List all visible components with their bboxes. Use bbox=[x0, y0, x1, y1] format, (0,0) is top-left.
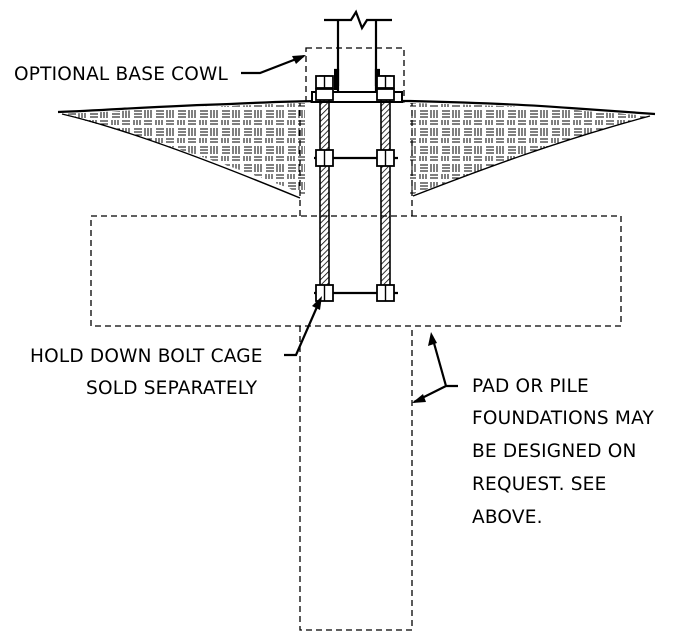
hold-down-bolt-cage bbox=[314, 75, 398, 302]
soil-hatch-area bbox=[62, 103, 305, 195]
bolt-rod-right bbox=[380, 75, 391, 295]
leaders bbox=[241, 54, 458, 403]
base-plate bbox=[311, 91, 403, 103]
label-foundation-line5: ABOVE. bbox=[472, 507, 543, 528]
label-base-cowl: OPTIONAL BASE COWL bbox=[14, 64, 229, 85]
leader-foundation bbox=[413, 335, 458, 403]
ground bbox=[57, 99, 656, 199]
soil-edge-right bbox=[412, 115, 651, 197]
label-bolt-cage-line1: HOLD DOWN BOLT CAGE bbox=[30, 346, 263, 367]
arrow-base-cowl bbox=[292, 55, 306, 64]
break-line bbox=[324, 9, 392, 31]
arrow-foundation-pile bbox=[412, 394, 426, 403]
arrow-bolt-cage bbox=[312, 296, 322, 310]
soil-hatch-area-right bbox=[410, 103, 650, 195]
pile-foundation-outline bbox=[299, 103, 413, 631]
label-foundation-line1: PAD OR PILE bbox=[472, 376, 589, 397]
label-bolt-cage-line2: SOLD SEPARATELY bbox=[86, 378, 258, 399]
label-foundation-line3: BE DESIGNED ON bbox=[472, 441, 637, 462]
label-foundation-line4: REQUEST. SEE bbox=[472, 474, 606, 495]
arrow-foundation-pad bbox=[428, 332, 437, 346]
gusset-left bbox=[334, 70, 338, 90]
pad-foundation-outline bbox=[90, 215, 622, 327]
label-foundation-line2: FOUNDATIONS MAY bbox=[472, 408, 654, 429]
leader-base-cowl bbox=[241, 54, 305, 75]
leader-bolt-cage bbox=[284, 299, 322, 357]
bolt-rod-left bbox=[319, 75, 330, 295]
soil-edge-left bbox=[61, 113, 301, 199]
